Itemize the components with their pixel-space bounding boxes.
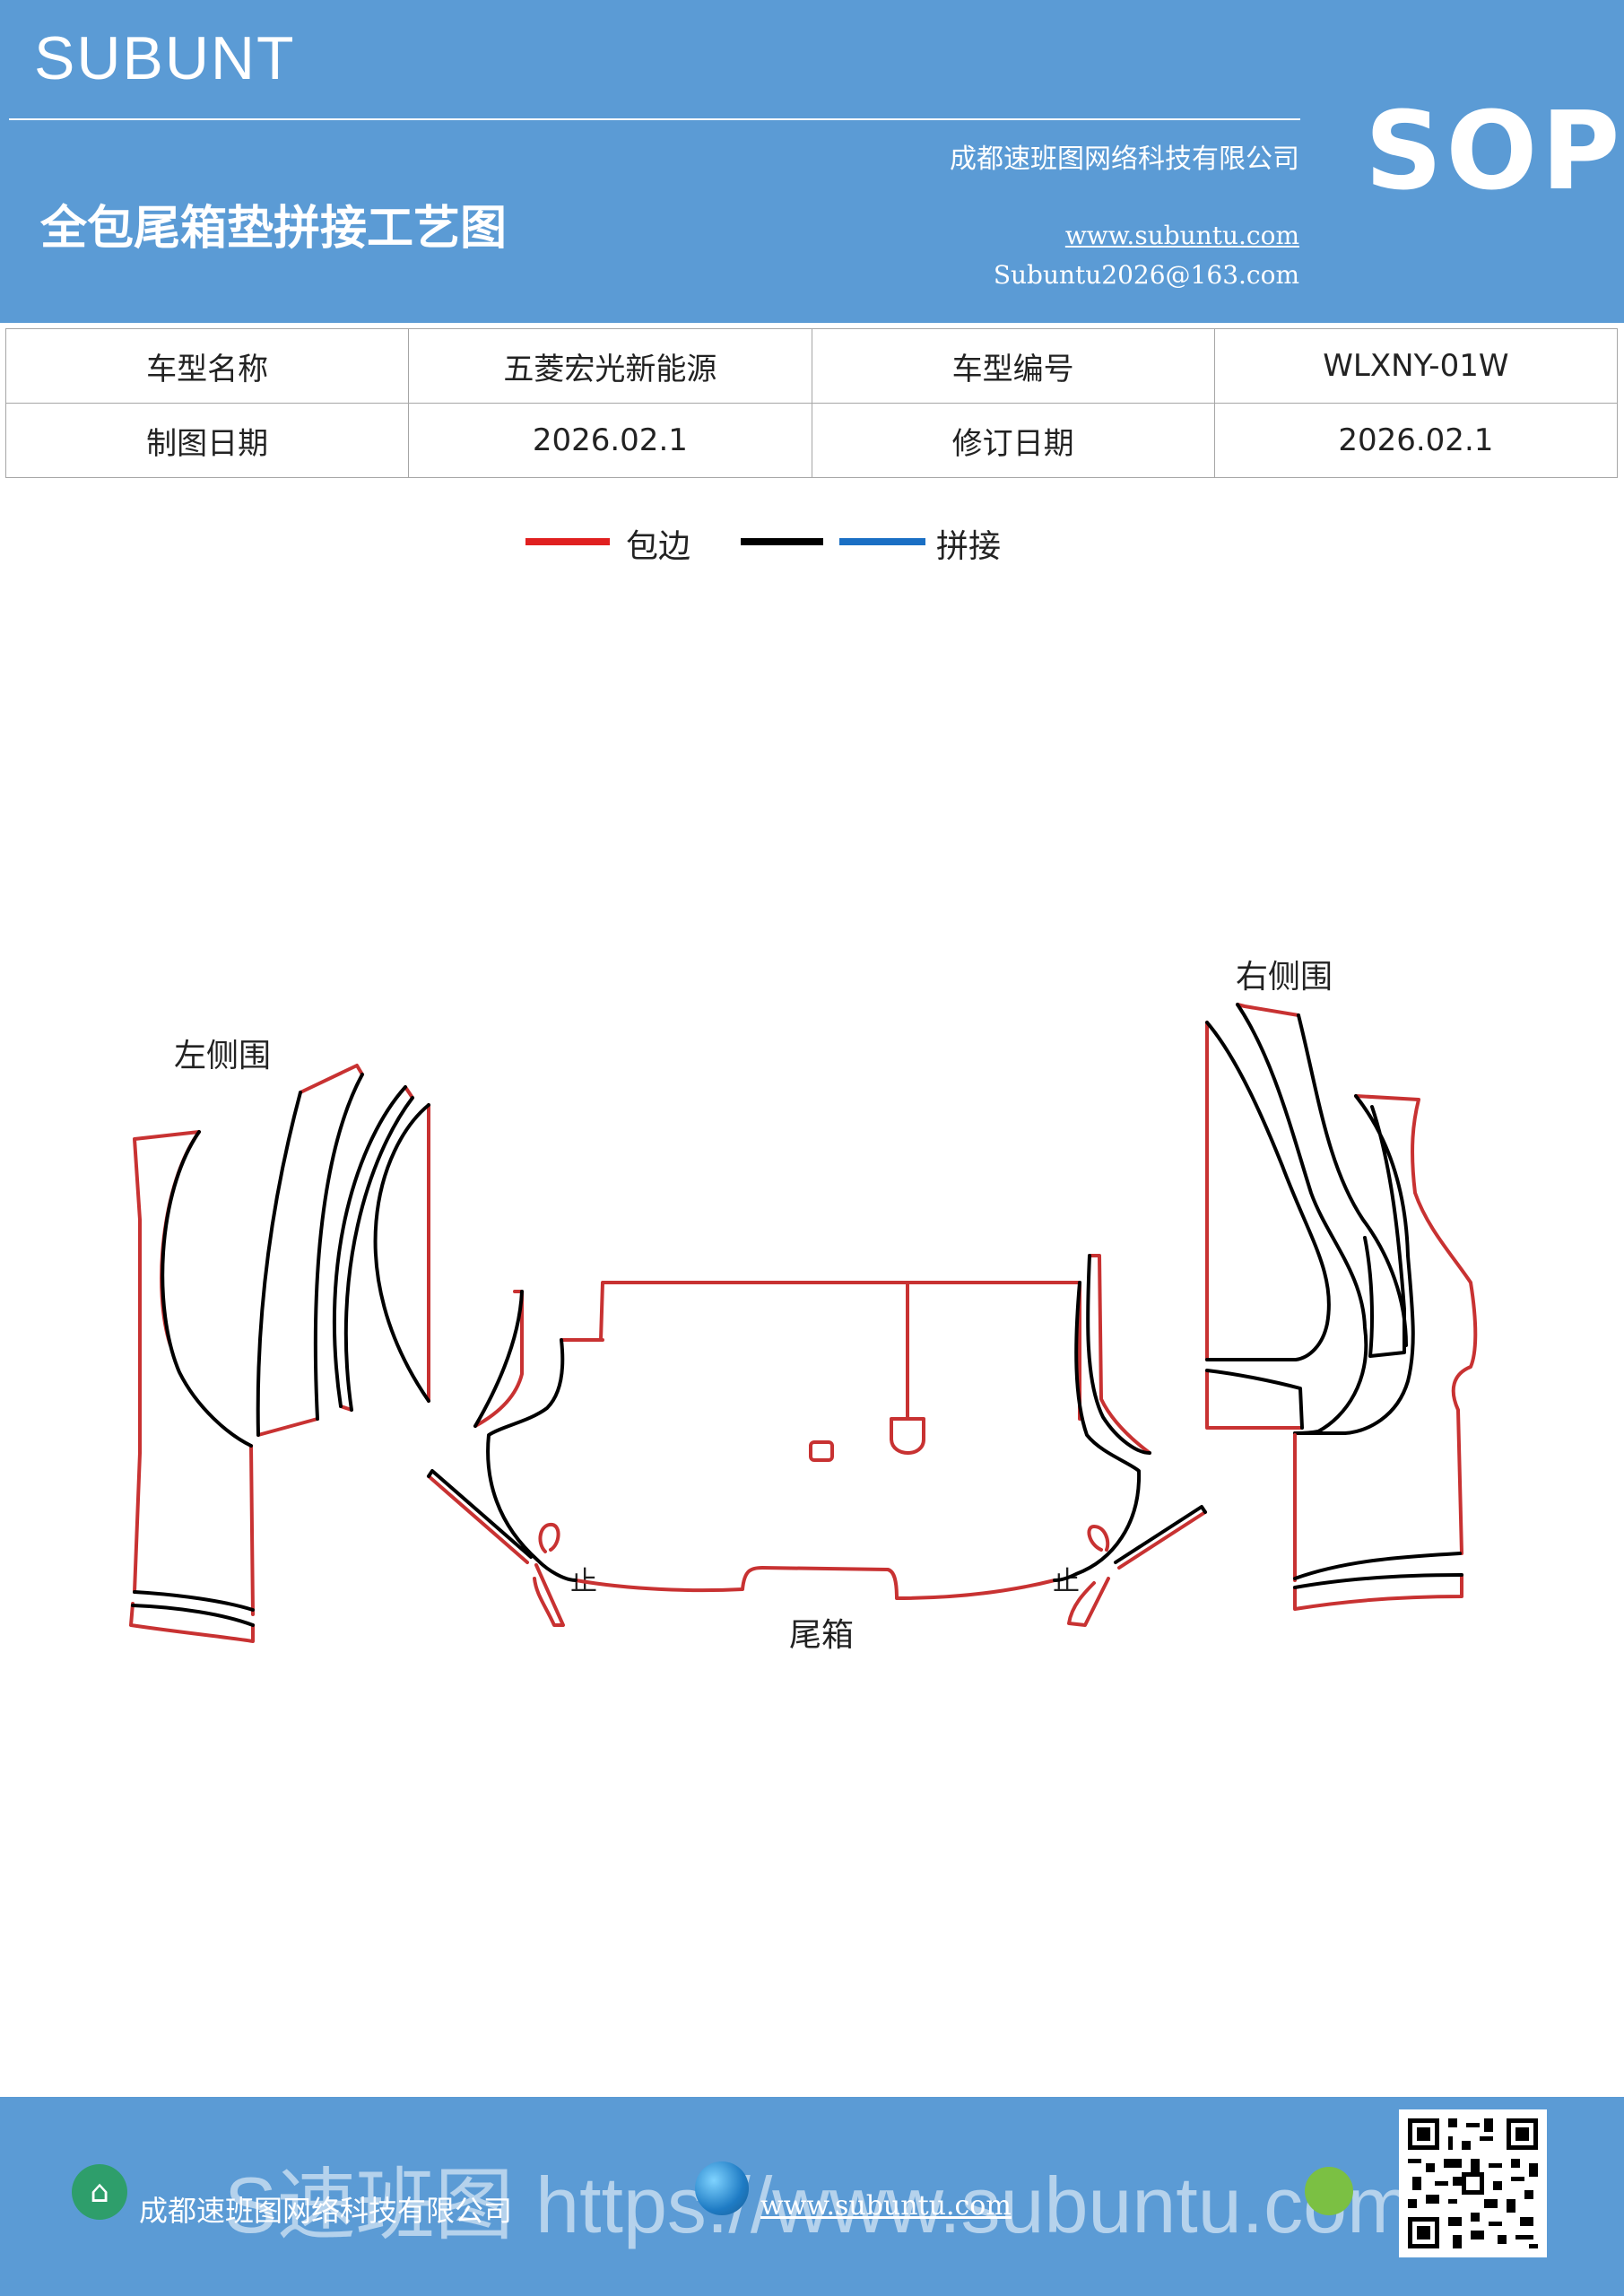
left-side-label: 左侧围 [174,1038,272,1074]
legend-splice-label: 拼接 [936,528,1002,565]
table-cell: 修订日期 [811,403,1215,478]
table-row: 制图日期 2026.02.1 修订日期 2026.02.1 [4,403,1619,478]
right-side-label: 右侧围 [1236,959,1333,996]
brand-logo-text: SUBUNT [34,24,296,92]
left-panel-middle [256,1064,364,1437]
right-side-panels [1205,1003,1478,1611]
table-cell: WLXNY-01W [1213,328,1619,404]
building-icon: ⌂ [72,2164,127,2220]
footer-banner: S速班图 https://www.subuntu.com ⌂ 成都速班图网络科技… [0,2097,1624,2296]
header-banner: SUBUNT 全包尾箱垫拼接工艺图 成都速班图网络科技有限公司 www.subu… [0,0,1624,323]
sop-badge: SOP [1365,90,1624,214]
right-panel-outer [1205,1003,1302,1430]
right-panel-mid-black [1293,1094,1415,1435]
trunk-notch-right [1087,1525,1110,1552]
left-panel-outer [133,1130,255,1616]
trunk-outline-red [473,1254,1151,1600]
left-side-panels [129,1064,430,1643]
table-row: 车型名称 五菱宏光新能源 车型编号 WLXNY-01W [4,328,1619,404]
left-panel-strip [129,1602,255,1643]
company-name: 成都速班图网络科技有限公司 [950,144,1299,175]
trunk-mat [427,1254,1207,1627]
vehicle-info-table: 车型名称 五菱宏光新能源 车型编号 WLXNY-01W 制图日期 2026.02… [4,328,1619,478]
line-legend: 包边 拼接 [0,520,1624,574]
table-cell: 车型名称 [4,328,410,404]
table-cell: 车型编号 [811,328,1215,404]
left-panel-arc2-black [373,1103,430,1403]
table-cell: 五菱宏光新能源 [408,328,812,404]
left-panel-strip-black [131,1604,255,1627]
table-cell: 2026.02.1 [1213,403,1619,478]
header-divider [9,118,1300,120]
website-link[interactable]: www.subuntu.com [1064,221,1299,250]
right-panel-outer-black [1205,1003,1408,1435]
trunk-hole-tab [890,1417,925,1455]
qr-code-icon [1399,2109,1547,2257]
qr-code-graphic [1399,2109,1547,2257]
wechat-icon [1305,2167,1353,2215]
legend-edge-label: 包边 [626,528,691,565]
trunk-tab-left [427,1474,565,1627]
footer-watermark: S速班图 https://www.subuntu.com [224,2161,1413,2249]
legend-black-swatch [741,538,823,545]
legend-splice-swatch [839,538,925,545]
trunk-notch-left [538,1522,560,1553]
left-panel-outer-black [133,1130,255,1612]
table-cell: 制图日期 [4,403,410,478]
legend-edge-swatch [525,538,610,545]
left-panel-middle-black [256,1073,364,1437]
document-title: 全包尾箱垫拼接工艺图 [40,202,508,256]
footer-website-link[interactable]: www.subuntu.com [760,2190,1012,2222]
left-panel-arc1-black [332,1085,414,1412]
right-panel-mid [1354,1094,1478,1555]
trunk-label: 尾箱 [789,1617,855,1654]
trunk-tab-right [1067,1510,1207,1627]
trunk-hole-small [809,1440,834,1462]
email-address[interactable]: Subuntu2026@163.com [993,260,1299,290]
table-cell: 2026.02.1 [408,403,812,478]
footer-company-name: 成都速班图网络科技有限公司 [139,2194,513,2228]
right-panel-lower-black [1293,1552,1463,1589]
trunk-outline-black [427,1254,1207,1582]
globe-icon [695,2161,749,2215]
